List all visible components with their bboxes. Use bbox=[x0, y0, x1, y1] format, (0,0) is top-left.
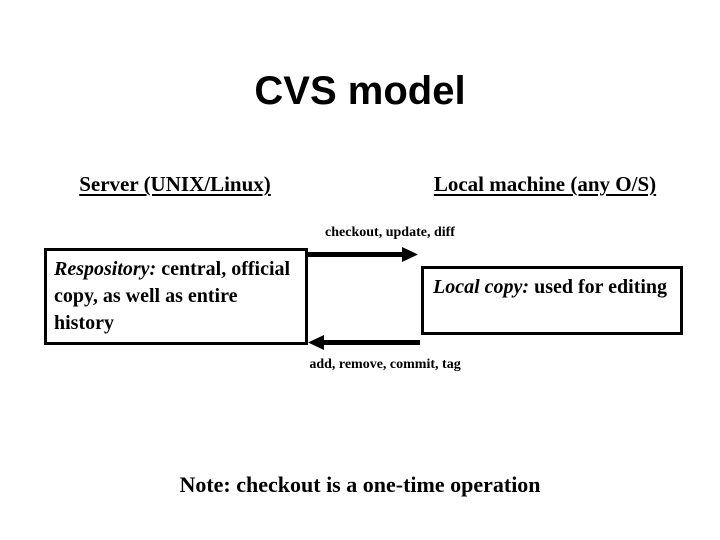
box-repository: Respository: central, official copy, as … bbox=[44, 248, 308, 345]
arrow-label-commit: add, remove, commit, tag bbox=[309, 357, 461, 372]
box-local-copy: Local copy: used for editing bbox=[421, 266, 683, 335]
arrow-right-checkout bbox=[307, 247, 418, 262]
box-local-copy-description: used for editing bbox=[529, 276, 668, 298]
box-local-copy-term: Local copy: bbox=[433, 276, 530, 298]
page-title: CVS model bbox=[254, 69, 466, 113]
arrow-left-commit bbox=[308, 335, 420, 350]
heading-server: Server (UNIX/Linux) bbox=[79, 172, 271, 196]
heading-local-machine: Local machine (any O/S) bbox=[433, 172, 657, 196]
box-repository-description: central, official copy, as well as entir… bbox=[54, 258, 291, 334]
box-repository-term: Respository: bbox=[54, 258, 157, 280]
arrow-label-checkout: checkout, update, diff bbox=[325, 225, 455, 240]
footer-note: Note: checkout is a one-time operation bbox=[179, 472, 541, 497]
